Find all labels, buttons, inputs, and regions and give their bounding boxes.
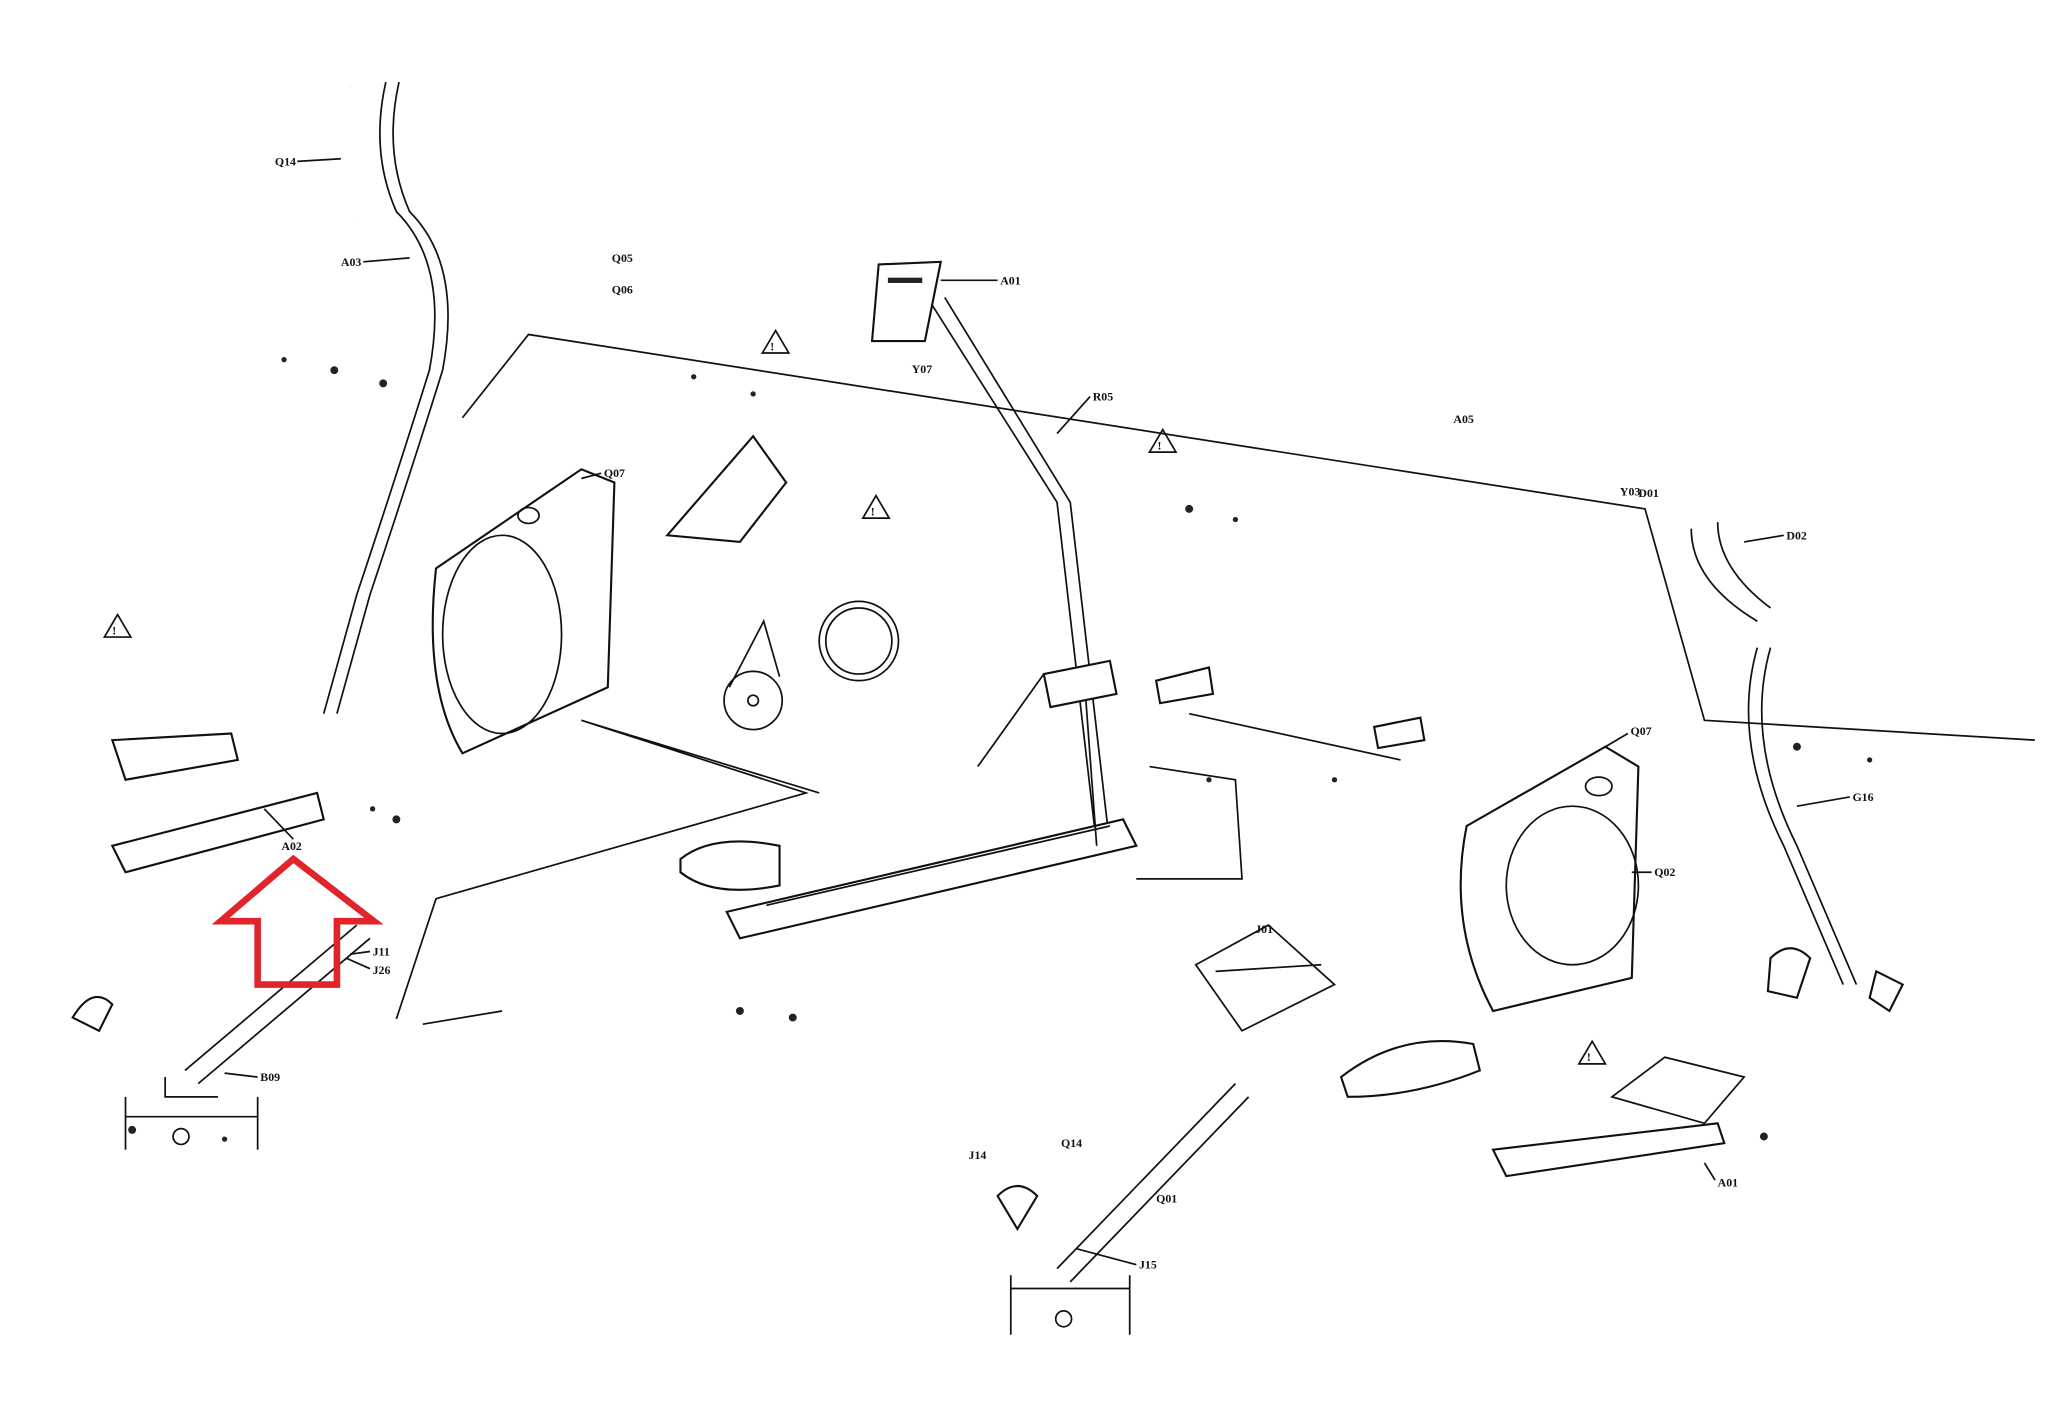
part-label: J11 — [373, 944, 390, 958]
warning-icon: ! — [112, 623, 116, 637]
part-label: Q07 — [604, 466, 625, 480]
link-bars — [422, 666, 1426, 1026]
part-label: Q05 — [612, 251, 633, 265]
warning-icons: ! ! ! ! ! — [102, 328, 1607, 1065]
part-label: B09 — [260, 1070, 280, 1084]
part-label: G16 — [1852, 790, 1873, 804]
part-label: A02 — [281, 839, 302, 853]
part-label: A05 — [1453, 412, 1474, 426]
highlight-arrow — [211, 854, 384, 988]
right-shroud — [1459, 745, 1640, 1013]
right-pedal-arm — [996, 1040, 1726, 1335]
part-label: J26 — [373, 963, 391, 977]
fasteners — [128, 356, 1873, 1142]
part-label: Q01 — [1156, 1192, 1177, 1206]
right-handlebar — [1690, 522, 1905, 1013]
part-labels: A02 A01 R05 Y07 Q07 Q07 Q02 Q14 A03 Q05 … — [224, 154, 1874, 1272]
part-label: R05 — [1093, 390, 1114, 404]
left-shroud — [431, 468, 616, 755]
left-handlebar — [322, 81, 449, 714]
part-label: D02 — [1786, 528, 1807, 542]
warning-icon: ! — [1157, 438, 1161, 452]
part-label: Y07 — [912, 362, 933, 376]
flywheel — [665, 434, 900, 731]
part-label: Q06 — [612, 283, 633, 297]
part-label: Q14 — [1061, 1136, 1082, 1150]
part-label: Y03 — [1620, 485, 1641, 499]
base-frame — [679, 659, 1138, 940]
part-label: D01 — [1638, 486, 1659, 500]
assembly-lines — [395, 333, 2035, 1125]
warning-icon: ! — [871, 505, 875, 519]
part-label: Q02 — [1654, 865, 1675, 879]
warning-icon: ! — [1587, 1050, 1591, 1064]
part-label: Q14 — [275, 154, 296, 168]
part-label: A03 — [341, 255, 362, 269]
part-label: A01 — [1718, 1176, 1739, 1190]
left-pedal-arm — [71, 732, 371, 1150]
part-label: J15 — [1139, 1258, 1157, 1272]
part-label: Q07 — [1630, 724, 1651, 738]
warning-icon: ! — [770, 339, 774, 353]
part-label: J01 — [1255, 922, 1273, 936]
part-label: A01 — [1000, 273, 1021, 287]
part-label: J14 — [969, 1148, 987, 1162]
console — [870, 260, 1111, 846]
